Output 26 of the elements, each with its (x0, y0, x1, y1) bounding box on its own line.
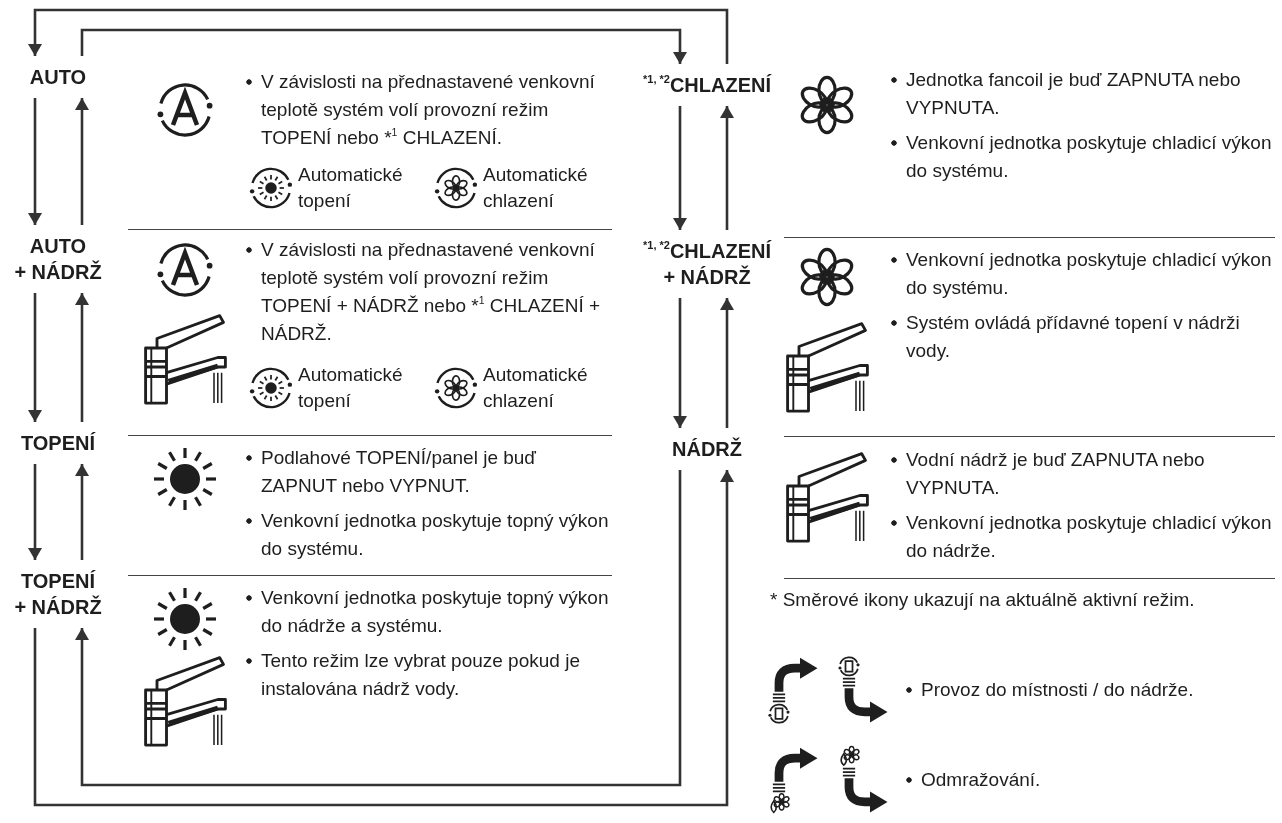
arrow (720, 106, 734, 230)
icon-caption: Automatické chlazení (483, 363, 589, 413)
mode-label: TOPENÍ (8, 422, 108, 464)
arrow (720, 298, 734, 428)
mode-label: NÁDRŽ (640, 428, 774, 470)
arrow (75, 470, 682, 787)
arrow (673, 106, 687, 230)
icon-caption: Automatické topení (298, 163, 404, 213)
arrow (33, 470, 734, 807)
arrow (28, 8, 729, 64)
footnote-text: * Směrové ikony ukazují na aktuálně aktivní režim. (770, 588, 1196, 612)
arrow (80, 28, 687, 64)
arrow (28, 98, 42, 225)
arrow (75, 293, 89, 422)
mode-label: $^{*1, *2}$CHLAZENÍ + NÁDRŽ (640, 230, 774, 298)
arrow (75, 464, 89, 560)
mode-label: AUTO (8, 56, 108, 98)
mode-label: $^{*1, *2}$CHLAZENÍ (640, 64, 774, 106)
mode-label: TOPENÍ + NÁDRŽ (8, 560, 108, 628)
icon-caption: Automatické topení (298, 363, 404, 413)
arrow (28, 464, 42, 560)
arrow (75, 98, 89, 225)
mode-label: AUTO + NÁDRŽ (8, 225, 108, 293)
arrow (28, 293, 42, 422)
arrow (673, 298, 687, 428)
icon-caption: Automatické chlazení (483, 163, 589, 213)
